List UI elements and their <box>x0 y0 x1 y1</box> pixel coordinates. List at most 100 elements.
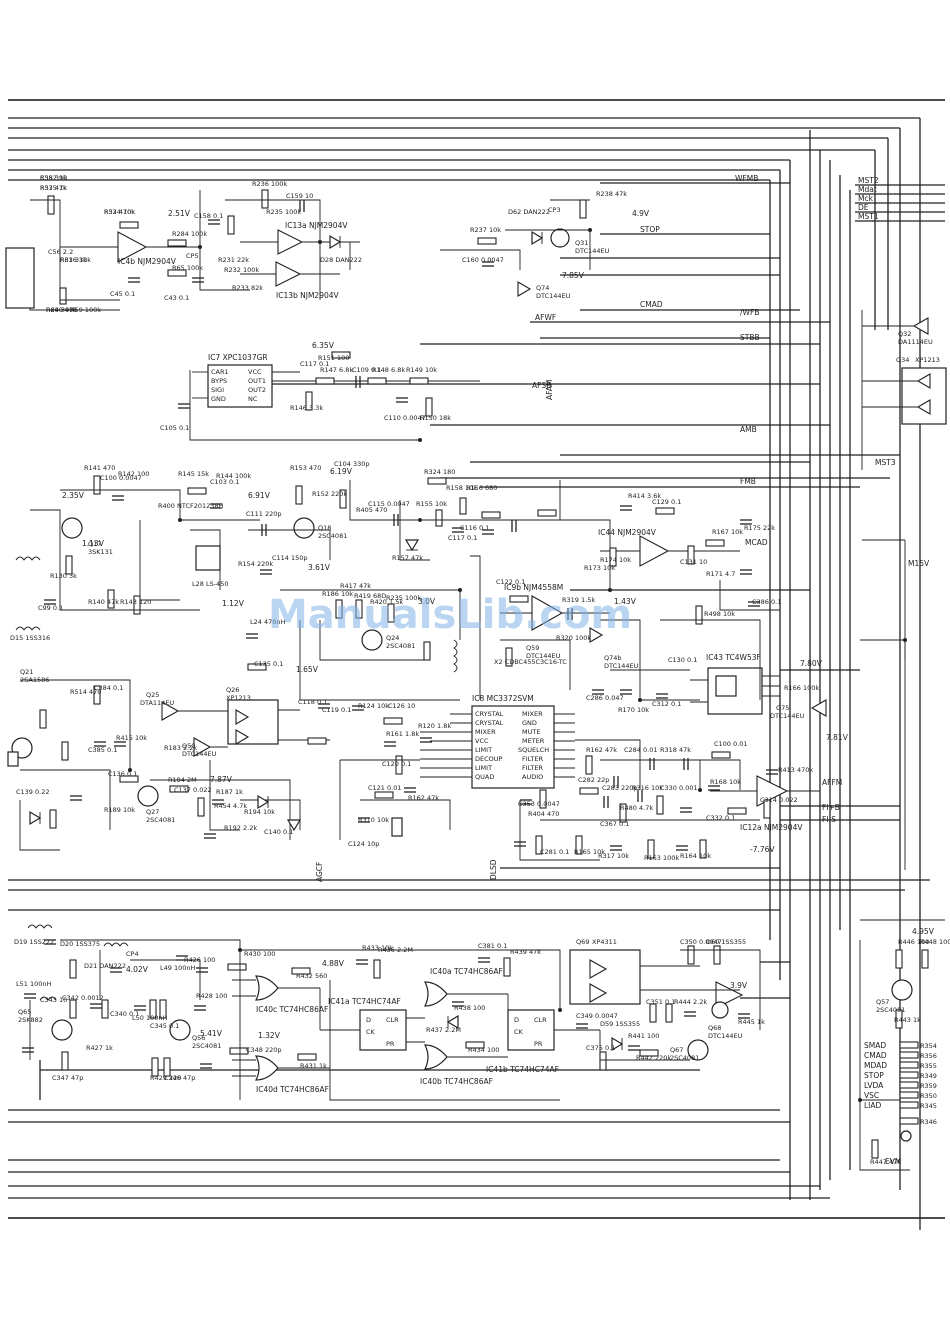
component-label: R189 10k <box>104 806 135 814</box>
component-label: R427 1k <box>86 1044 113 1052</box>
component-label: R57 47k <box>40 184 67 192</box>
component-label: C343 10 <box>40 996 67 1004</box>
transistor-label: 2SA1586 <box>20 676 49 684</box>
component-label: R174 10k <box>600 556 631 564</box>
component-label: C121 0.01 <box>368 784 401 792</box>
component-label: R65 100k <box>172 264 203 272</box>
signal-label: WFMB <box>735 174 758 183</box>
component-label: C124 10p <box>348 840 379 848</box>
bus-label: MST2 <box>858 176 879 185</box>
transistor-label: Q32 <box>898 330 911 338</box>
component-label: D28 DAN222 <box>320 256 362 264</box>
transistor-label: Q57 <box>876 998 889 1006</box>
bus-label: MST1 <box>858 212 879 221</box>
pin-label: METER <box>522 737 545 745</box>
component-label: C312 0.1 <box>652 700 681 708</box>
component-label: R163 100k <box>644 854 679 862</box>
component-label: D62 DAN222 <box>508 208 550 216</box>
ic-label: IC43 TC4W53F <box>706 653 761 662</box>
ic-label: IC40c TC74HC86AF <box>256 1005 328 1014</box>
transistor-label: Q50 <box>182 742 195 750</box>
transistor-label: 2SC4081 <box>386 642 415 650</box>
component-label: R240 47k <box>46 306 77 314</box>
transistor-label: 2SC4081 <box>192 1042 221 1050</box>
signal-label: AFFM <box>822 778 842 787</box>
component-label: R187 1k <box>216 788 243 796</box>
transistor-label: Q21 <box>20 668 33 676</box>
component-label: R426 100 <box>184 956 215 964</box>
component-label: R184 2M <box>168 776 197 784</box>
component-label: C385 0.1 <box>88 746 117 754</box>
signal-runs <box>240 182 900 999</box>
pin-label: MIXER <box>522 710 543 718</box>
component-label: L28 LS-450 <box>192 580 228 588</box>
transistor-label: Q59 <box>526 644 539 652</box>
component-label: C348 220p <box>246 1046 282 1054</box>
component-label: R429 220 <box>150 1074 181 1082</box>
pin-label: CK <box>366 1028 376 1036</box>
component-label: R142 100 <box>118 470 149 478</box>
component-label: C126 10 <box>388 702 415 710</box>
component-label: C100 0.01 <box>714 740 747 748</box>
ic8-block: IC8 MC3372SVM CRYSTAL CRYSTAL MIXER VCC … <box>391 694 575 837</box>
component-label: R143 120 <box>120 598 151 606</box>
component-label: R336 1k <box>60 256 87 264</box>
component-label: R149 10k <box>406 366 437 374</box>
component-label: D19 1SS272 <box>14 938 54 946</box>
component-label: R166 100k <box>784 684 819 692</box>
switch-label: VSC <box>864 1091 879 1100</box>
component-label: R430 100 <box>244 950 275 958</box>
component-label: C381 0.1 <box>478 942 507 950</box>
transistor-label: Q65 <box>18 1008 31 1016</box>
component-label: R432 560 <box>296 972 327 980</box>
component-label: R446 100 <box>898 938 929 946</box>
component-label: R417 47k <box>340 582 371 590</box>
transistor-label: DTA114EU <box>140 699 174 707</box>
component-label: C110 0.0047 <box>384 414 426 422</box>
component-label: R405 470 <box>356 506 387 514</box>
transistor-label: 2SC4081 <box>670 1054 699 1062</box>
switch-res-label: R356 <box>920 1052 937 1060</box>
component-label: R52 470k <box>104 208 135 216</box>
component-label: R192 2.2k <box>224 824 257 832</box>
voltage-label: 7.80V <box>800 659 823 668</box>
voltage-label: 4.02V <box>126 965 149 974</box>
signal-label: FI+B <box>822 803 840 812</box>
component-label: C314 0.022 <box>760 796 798 804</box>
component-label: R124 10k <box>358 702 389 710</box>
pin-label: CAR1 <box>211 368 229 376</box>
component-label: R167 10k <box>712 528 743 536</box>
signal-label: M15V <box>908 559 930 568</box>
pin-label: GND <box>211 395 226 403</box>
component-label: R157 47k <box>392 554 423 562</box>
ic-label: IC8 MC3372SVM <box>472 694 534 703</box>
component-label: R59 100k <box>70 306 101 314</box>
component-label: R442 220k <box>636 1054 671 1062</box>
component-label: R233 82k <box>232 284 263 292</box>
component-label: R480 4.7k <box>620 804 653 812</box>
switch-label: CMAD <box>864 1051 887 1060</box>
ic-label: IC41b TC74HC74AF <box>486 1065 559 1074</box>
component-label: D60 1SS355 <box>706 938 746 946</box>
component-label: R168 10k <box>710 778 741 786</box>
component-label: R231 22k <box>218 256 249 264</box>
component-label: C351 0.1 <box>646 998 675 1006</box>
pin-label: SQUELCH <box>518 746 549 754</box>
voltage-label: 3.0V <box>418 597 436 606</box>
pin-label: D <box>366 1016 371 1024</box>
transistor-label: DTC144EU <box>526 652 561 660</box>
capacitors <box>22 200 778 1069</box>
transistor-label: DTC144EU <box>575 247 610 255</box>
component-label: R148 6.8k <box>372 366 405 374</box>
component-label: C286 0.047 <box>586 694 624 702</box>
component-label: C140 0.1 <box>264 828 293 836</box>
component-label: R140 47k <box>88 598 119 606</box>
component-label: R232 100k <box>224 266 259 274</box>
component-label: C282 22p <box>578 776 609 784</box>
component-label: C122 0.1 <box>496 578 525 586</box>
component-label: R437 2.2M <box>426 1026 461 1034</box>
switch-res-label: R355 <box>920 1062 937 1070</box>
voltage-label: 6.35V <box>312 341 335 350</box>
component-label: R433 10k <box>362 944 393 952</box>
